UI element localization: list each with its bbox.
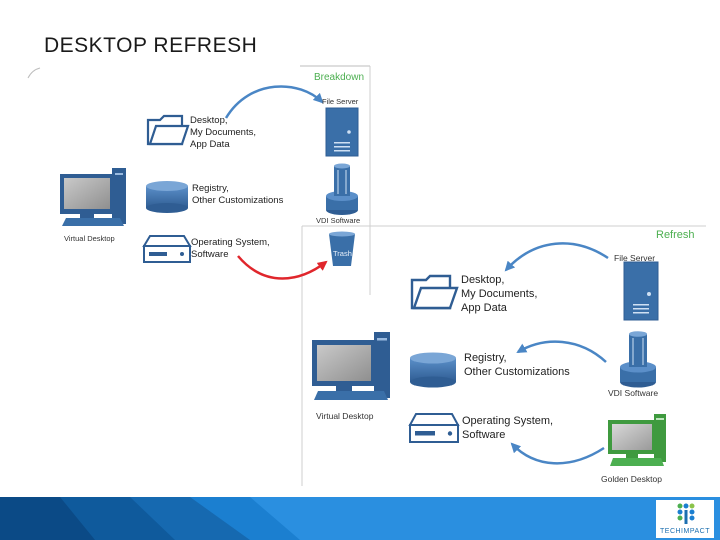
breakdown-frame [27,65,371,295]
breakdown-os-label: Operating System, Software [191,237,270,260]
footer-band [0,497,720,540]
refresh-frame [301,225,706,486]
techimpact-logo: TECHIMPACT [656,500,714,538]
virtual-desktop-icon [60,168,126,226]
os-to-trash-arrow [237,255,328,280]
slide-title: DESKTOP REFRESH [44,34,258,57]
golden-desktop-caption: Golden Desktop [601,474,662,484]
desktop-refresh-diagram [27,65,706,486]
breakdown-file-server-caption: File Server [322,97,359,106]
refresh-virtual-desktop-icon [312,332,390,400]
refresh-desktop-docs-label: Desktop, My Documents, App Data [461,274,538,314]
logo-text: TECHIMPACT [660,528,710,535]
breakdown-vdi-software-caption: VDI Software [316,216,361,225]
golden-to-os-arrow [510,442,605,465]
golden-desktop-icon [608,414,666,466]
refresh-file-server-icon [623,261,659,321]
breakdown-registry-label: Registry, Other Customizations [192,183,284,206]
refresh-section-label: Refresh [656,229,695,241]
trash-icon [329,231,355,266]
trash-caption: Trash [333,249,352,258]
vdi-to-registry-arrow [516,340,607,363]
refresh-vdi-software-caption: VDI Software [608,388,659,398]
registry-disk-icon [146,181,188,213]
docs-to-file-server-arrow [224,85,324,119]
refresh-hard-drive-icon [408,413,460,443]
breakdown-desktop-docs-label: Desktop, My Documents, App Data [190,115,256,150]
refresh-registry-disk-icon [410,352,456,388]
file-server-icon [325,107,359,157]
refresh-registry-label: Registry, Other Customizations [464,352,570,378]
folder-icon [146,114,190,146]
breakdown-section-label: Breakdown [314,72,365,83]
refresh-folder-icon [410,274,459,310]
refresh-vdi-software-icon [620,331,656,388]
hard-drive-icon [142,235,192,263]
logo-mark-icon [677,503,695,524]
file-server-to-docs-arrow [504,242,609,272]
refresh-virtual-desktop-caption: Virtual Desktop [316,411,374,421]
breakdown-virtual-desktop-caption: Virtual Desktop [64,234,115,243]
refresh-os-label: Operating System, Software [462,415,554,441]
refresh-file-server-caption: File Server [614,253,656,263]
vdi-software-icon [326,163,358,215]
